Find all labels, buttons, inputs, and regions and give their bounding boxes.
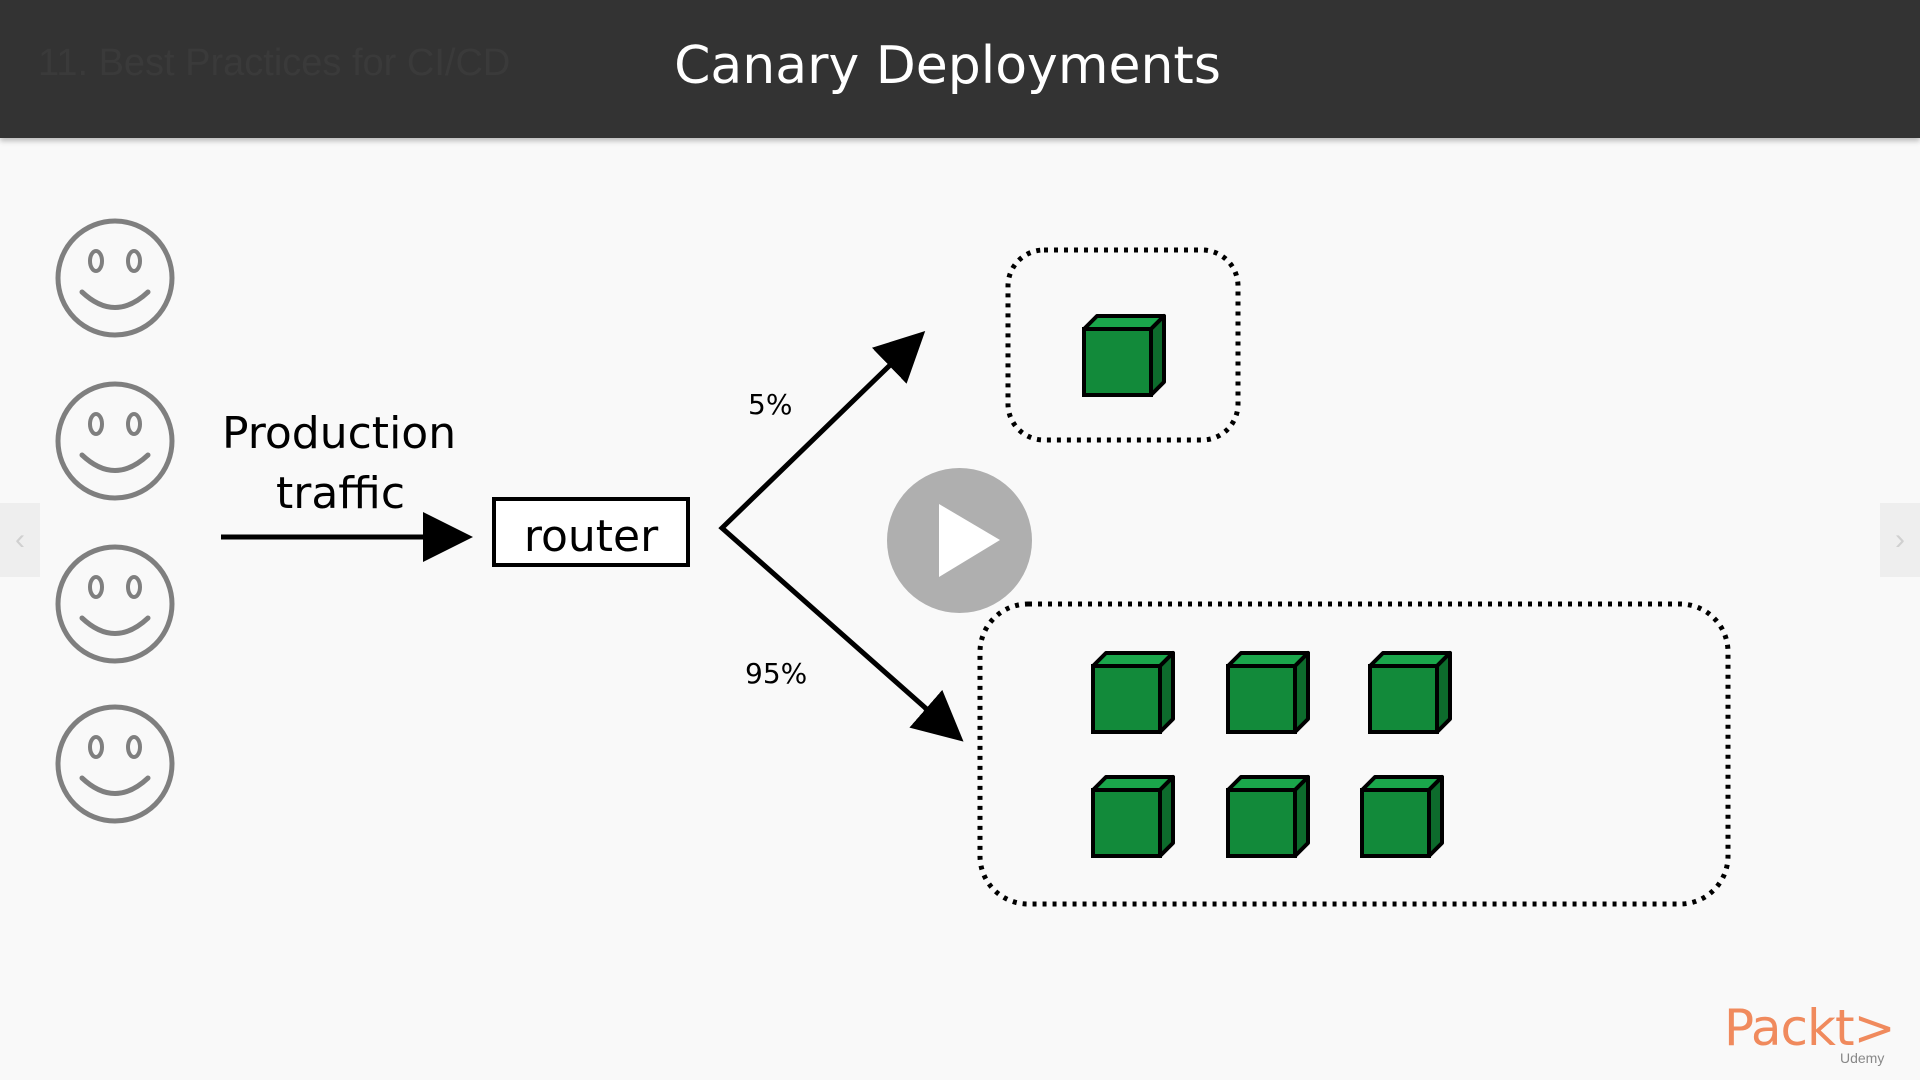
canary-instance-icon bbox=[1082, 314, 1166, 397]
stable-instance-icon bbox=[1360, 775, 1444, 858]
traffic-label: Production bbox=[222, 408, 457, 459]
play-icon bbox=[939, 504, 1000, 577]
next-slide-button[interactable]: › bbox=[1880, 503, 1920, 577]
canary-arrow bbox=[871, 331, 926, 384]
slide-title: Canary Deployments bbox=[674, 36, 1221, 96]
user-smiley-icon bbox=[58, 707, 172, 821]
stable-group-boundary bbox=[977, 601, 1731, 907]
router-box: router bbox=[492, 497, 690, 567]
chevron-left-icon: ‹ bbox=[15, 523, 25, 556]
slide-header: 11. Best Practices for CI/CD Canary Depl… bbox=[0, 0, 1920, 138]
user-smiley-icon bbox=[58, 547, 172, 661]
user-smiley-icon bbox=[58, 221, 172, 335]
router-label: router bbox=[523, 511, 659, 562]
chevron-right-icon: › bbox=[1895, 523, 1905, 556]
traffic-label: traffic bbox=[276, 468, 406, 519]
stable-instance-icon bbox=[1091, 775, 1175, 858]
stable-instance-icon bbox=[1226, 651, 1310, 734]
previous-slide-button[interactable]: ‹ bbox=[0, 503, 40, 577]
stable-instance-icon bbox=[1226, 775, 1310, 858]
stable-instance-icon bbox=[1368, 651, 1452, 734]
canary-percent-label: 5% bbox=[748, 388, 793, 421]
packt-logo: Packt> bbox=[1724, 999, 1895, 1057]
lecture-title: 11. Best Practices for CI/CD bbox=[38, 42, 511, 84]
router-split-lines bbox=[718, 336, 958, 737]
canary-group-boundary bbox=[1005, 247, 1241, 443]
udemy-watermark: Udemy bbox=[1840, 1050, 1885, 1066]
stable-arrow bbox=[909, 689, 964, 742]
stable-percent-label: 95% bbox=[745, 657, 808, 690]
stable-instance-icon bbox=[1091, 651, 1175, 734]
play-button[interactable] bbox=[887, 468, 1032, 613]
user-smiley-icon bbox=[58, 384, 172, 498]
